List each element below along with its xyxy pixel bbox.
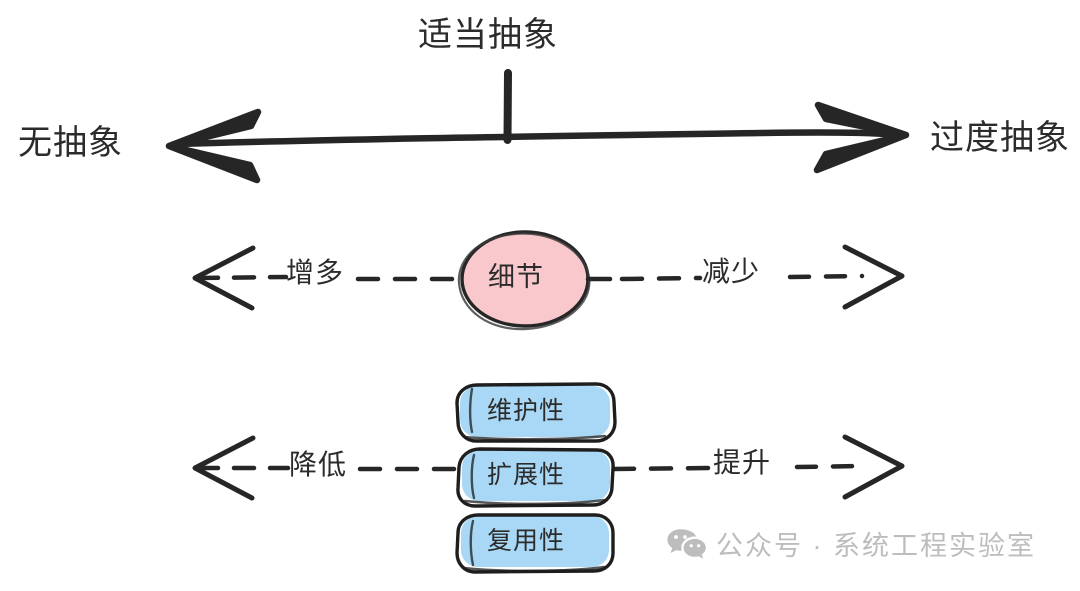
quality-box-1-outline-sketch bbox=[462, 387, 607, 441]
detail-right-chevron bbox=[842, 244, 905, 310]
detail-right-dash bbox=[619, 275, 703, 282]
watermark: 公众号 · 系统工程实验室 bbox=[666, 524, 1036, 563]
quality-box-1-label: 维护性 bbox=[487, 397, 566, 425]
center-tick bbox=[503, 69, 512, 144]
detail-left-dash bbox=[195, 274, 289, 281]
quality-box-1-outline bbox=[455, 382, 617, 443]
axis-left-arrowhead bbox=[165, 108, 262, 184]
axis-shaft bbox=[172, 129, 904, 148]
detail-axis bbox=[192, 230, 905, 331]
quality-box-3-label: 复用性 bbox=[487, 527, 566, 555]
quality-box-3-outline bbox=[455, 513, 615, 574]
detail-right-label: 减少 bbox=[702, 256, 761, 287]
quality-box-2-label: 扩展性 bbox=[487, 461, 566, 489]
detail-left-chevron bbox=[192, 245, 256, 311]
quality-box-2-outline bbox=[456, 447, 615, 508]
watermark-text: 公众号 · 系统工程实验室 bbox=[716, 531, 1036, 561]
abstraction-axis bbox=[165, 69, 910, 184]
quality-left-label: 降低 bbox=[289, 449, 348, 480]
quality-box-1[interactable] bbox=[455, 382, 617, 443]
quality-box-3[interactable] bbox=[455, 513, 615, 574]
axis-right-arrowhead bbox=[813, 101, 910, 174]
quality-right-dash-2 bbox=[794, 463, 865, 470]
quality-box-3-outline-sketch bbox=[462, 519, 606, 573]
detail-node-outline-sketch bbox=[457, 232, 591, 331]
detail-node-fill bbox=[462, 232, 588, 326]
wechat-icon bbox=[667, 528, 706, 559]
quality-box-3-fill bbox=[461, 516, 609, 567]
quality-box-2-outline-sketch bbox=[463, 453, 606, 506]
axis-right-label: 过度抽象 bbox=[930, 119, 1070, 157]
quality-box-2-fill bbox=[462, 450, 610, 501]
detail-left-label: 增多 bbox=[286, 257, 345, 288]
axis-title: 适当抽象 bbox=[418, 16, 558, 54]
detail-right-dash-2 bbox=[787, 273, 865, 280]
quality-box-2[interactable] bbox=[456, 447, 615, 508]
quality-box-1-fill bbox=[460, 386, 610, 437]
quality-right-label: 提升 bbox=[713, 447, 772, 478]
quality-right-dash bbox=[611, 465, 713, 472]
quality-left-chevron bbox=[192, 435, 256, 501]
axis-left-label: 无抽象 bbox=[18, 124, 123, 162]
quality-axis bbox=[192, 382, 905, 574]
quality-right-chevron bbox=[842, 434, 905, 500]
detail-node-label: 细节 bbox=[488, 262, 544, 292]
